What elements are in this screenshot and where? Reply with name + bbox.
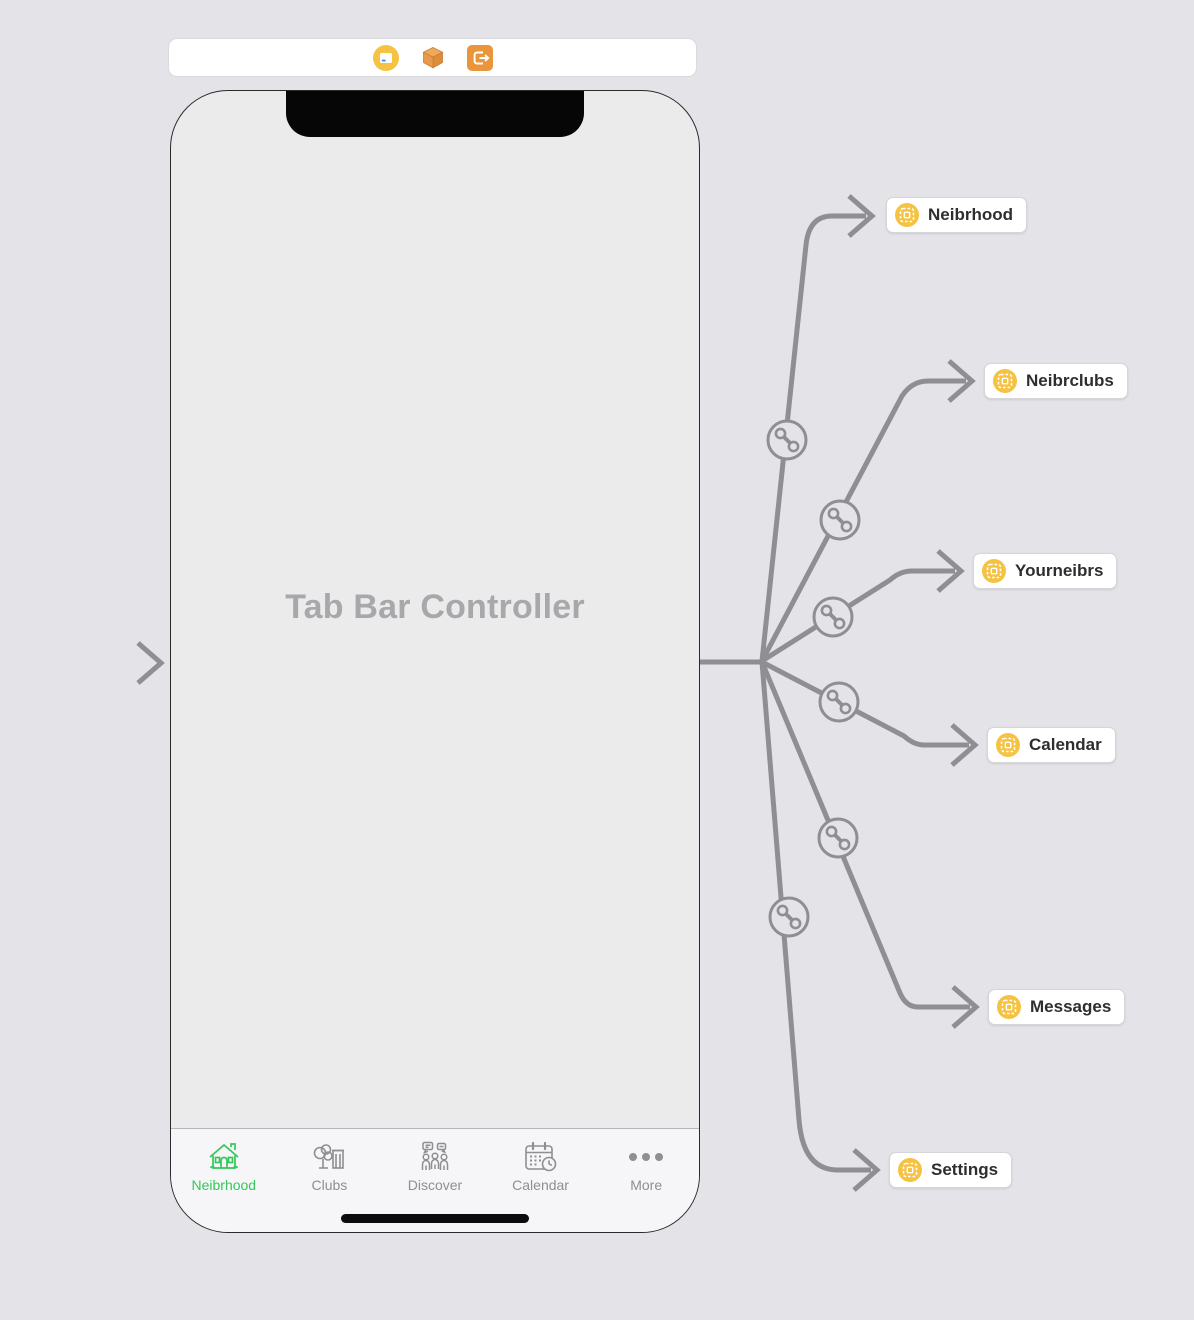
scene-label-calendar[interactable]: Calendar — [987, 727, 1116, 763]
view-controller-icon — [997, 995, 1021, 1019]
first-responder-icon[interactable] — [420, 45, 446, 71]
tab-item-neibrhood[interactable]: Neibrhood — [171, 1141, 277, 1232]
view-controller-icon — [996, 733, 1020, 757]
tab-item-discover[interactable]: Discover — [382, 1141, 488, 1232]
phone-notch — [286, 91, 584, 137]
storyboard-entry-point-arrow — [40, 641, 165, 685]
people-chat-icon — [421, 1141, 449, 1170]
segue-arrowhead-neibrhood — [847, 194, 876, 238]
scene-label-text: Neibrhood — [928, 205, 1013, 224]
segue-line-settings — [759, 661, 871, 1173]
segue-line-neibrclubs — [759, 378, 966, 663]
ellipsis-icon — [629, 1153, 664, 1161]
exit-icon[interactable] — [466, 44, 493, 71]
house-icon — [209, 1143, 239, 1169]
segue-arrowhead-yourneibrs — [936, 549, 965, 593]
view-controller-icon — [895, 203, 919, 227]
view-controller-icon[interactable] — [372, 44, 399, 71]
tree-house-icon — [314, 1144, 345, 1169]
tab-item-clubs[interactable]: Clubs — [277, 1141, 383, 1232]
view-controller-icon — [898, 1158, 922, 1182]
segue-arrowhead-neibrclubs — [947, 359, 976, 403]
view-controller-icon — [993, 369, 1017, 393]
tab-label: Neibrhood — [191, 1177, 257, 1193]
scene-label-messages[interactable]: Messages — [988, 989, 1126, 1025]
tab-label: Calendar — [512, 1177, 569, 1193]
scene-label-text: Messages — [1030, 997, 1112, 1016]
segue-line-yourneibrs — [760, 568, 955, 664]
scene-dock — [168, 38, 697, 77]
segue-badge[interactable] — [817, 817, 859, 859]
scene-label-text: Neibrclubs — [1026, 371, 1114, 390]
tab-item-calendar[interactable]: Calendar — [488, 1141, 594, 1232]
tab-label: More — [630, 1177, 663, 1193]
tab-item-more[interactable]: More — [593, 1141, 699, 1232]
scene-title: Tab Bar Controller — [285, 588, 585, 626]
scene-label-text: Yourneibrs — [1015, 561, 1104, 580]
segue-badges — [766, 419, 861, 938]
segue-line-neibrhood — [759, 213, 866, 662]
scene-label-text: Settings — [931, 1160, 999, 1179]
segue-badge[interactable] — [812, 596, 854, 638]
segue-line-calendar — [760, 659, 969, 748]
segue-arrowhead-calendar — [950, 723, 979, 767]
calendar-clock-icon — [524, 1141, 556, 1172]
scene-label-neibrhood[interactable]: Neibrhood — [886, 197, 1027, 233]
tab-bar-controller-scene[interactable]: Tab Bar Controller Neibrhood — [170, 90, 700, 1233]
home-indicator — [341, 1214, 529, 1223]
scene-label-settings[interactable]: Settings — [889, 1152, 1013, 1188]
segue-badge[interactable] — [819, 499, 861, 541]
segue-badge[interactable] — [766, 419, 808, 461]
scene-label-neibrclubs[interactable]: Neibrclubs — [984, 363, 1128, 399]
tab-label: Discover — [407, 1177, 463, 1193]
scene-label-yourneibrs[interactable]: Yourneibrs — [973, 553, 1118, 589]
segue-badge[interactable] — [818, 681, 860, 723]
view-controller-icon — [982, 559, 1006, 583]
segue-badge[interactable] — [768, 896, 810, 938]
tab-label: Clubs — [311, 1177, 348, 1193]
segue-line-messages — [759, 661, 970, 1010]
segue-arrowhead-messages — [951, 985, 980, 1029]
scene-label-text: Calendar — [1029, 735, 1102, 754]
segue-arrowhead-settings — [852, 1148, 881, 1192]
